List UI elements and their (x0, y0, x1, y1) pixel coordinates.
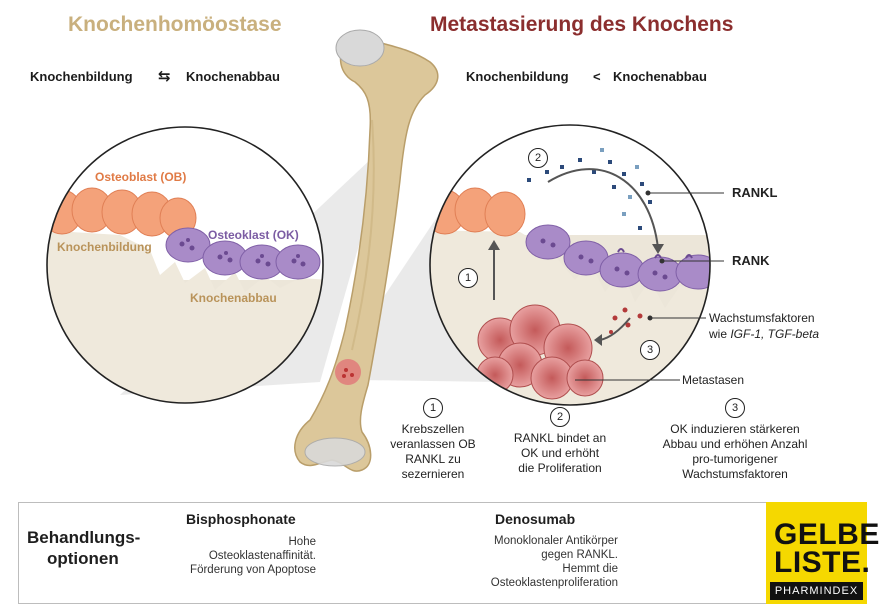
growth-arrow (599, 317, 631, 341)
marker-2: 2 (528, 148, 548, 168)
osteoblast-label: Osteoblast (OB) (95, 170, 187, 184)
step-2-text: RANKL bindet an OK und erhöht die Prolif… (513, 431, 607, 475)
osteoclast-cells (165, 227, 321, 280)
formation-label: Knochenbildung (57, 240, 152, 254)
rankl-molecules (527, 148, 652, 230)
left-sub-resorption: Knochenabbau (186, 69, 280, 84)
rank-label: RANK (732, 253, 770, 268)
left-title: Knochenhomöostase (68, 13, 282, 36)
marker-1: 1 (458, 268, 478, 288)
logo-bar: PHARMINDEX (770, 582, 863, 600)
right-zoom-circle (429, 124, 711, 406)
less-than-symbol: < (593, 69, 601, 84)
logo-line1: GELBE (774, 518, 879, 551)
right-sub-formation: Knochenbildung (466, 69, 569, 84)
bisphosphonate-title: Bisphosphonate (186, 511, 296, 527)
equilibrium-icon: ⇆ (158, 68, 171, 85)
denosumab-text: Monoklonaler Antikörper gegen RANKL. Hem… (490, 535, 618, 589)
right-sub-resorption: Knochenabbau (613, 69, 707, 84)
step-3-number: 3 (725, 398, 745, 418)
tumor-cells (476, 304, 604, 400)
step-1-text: Krebszellen veranlassen OB RANKL zu seze… (390, 422, 476, 481)
denosumab-title: Denosumab (495, 511, 576, 527)
step-1-number: 1 (423, 398, 443, 418)
step-1: 1 Krebszellen veranlassen OB RANKL zu se… (373, 398, 493, 482)
marker-3: 3 (640, 340, 660, 360)
left-sub-formation: Knochenbildung (30, 69, 133, 84)
femur-bone (294, 29, 439, 472)
right-title: Metastasierung des Knochens (430, 13, 734, 36)
rankl-arrow (547, 168, 659, 249)
growth-factors-label: Wachstumsfaktoren wie IGF-1, TGF-beta (709, 310, 819, 342)
step-3-text: OK induzieren stärkeren Abbau und erhöhe… (662, 422, 808, 481)
treatment-title: Behandlungs- optionen (27, 528, 141, 568)
bisphosphonate-text: Hohe Osteoklastenaffinität. Förderung vo… (190, 536, 316, 576)
metastases-label: Metastasen (682, 373, 745, 387)
step-3: 3 OK induzieren stärkeren Abbau und erhö… (650, 398, 820, 482)
gelbe-liste-logo: GELBE LISTE. PHARMINDEX (766, 502, 879, 604)
growth-factors-line1: Wachstumsfaktoren (709, 311, 815, 325)
step-2: 2 RANKL bindet an OK und erhöht die Prol… (495, 407, 625, 476)
osteoclast-label: Osteoklast (OK) (208, 228, 299, 242)
logo-line2: LISTE. (774, 546, 871, 579)
step-2-number: 2 (550, 407, 570, 427)
treatment-panel (18, 502, 768, 604)
growth-factors-line2: wie IGF-1, TGF-beta (709, 327, 820, 341)
resorption-label: Knochenabbau (190, 291, 277, 305)
rank-receptors (617, 248, 693, 259)
rankl-label: RANKL (732, 185, 778, 200)
